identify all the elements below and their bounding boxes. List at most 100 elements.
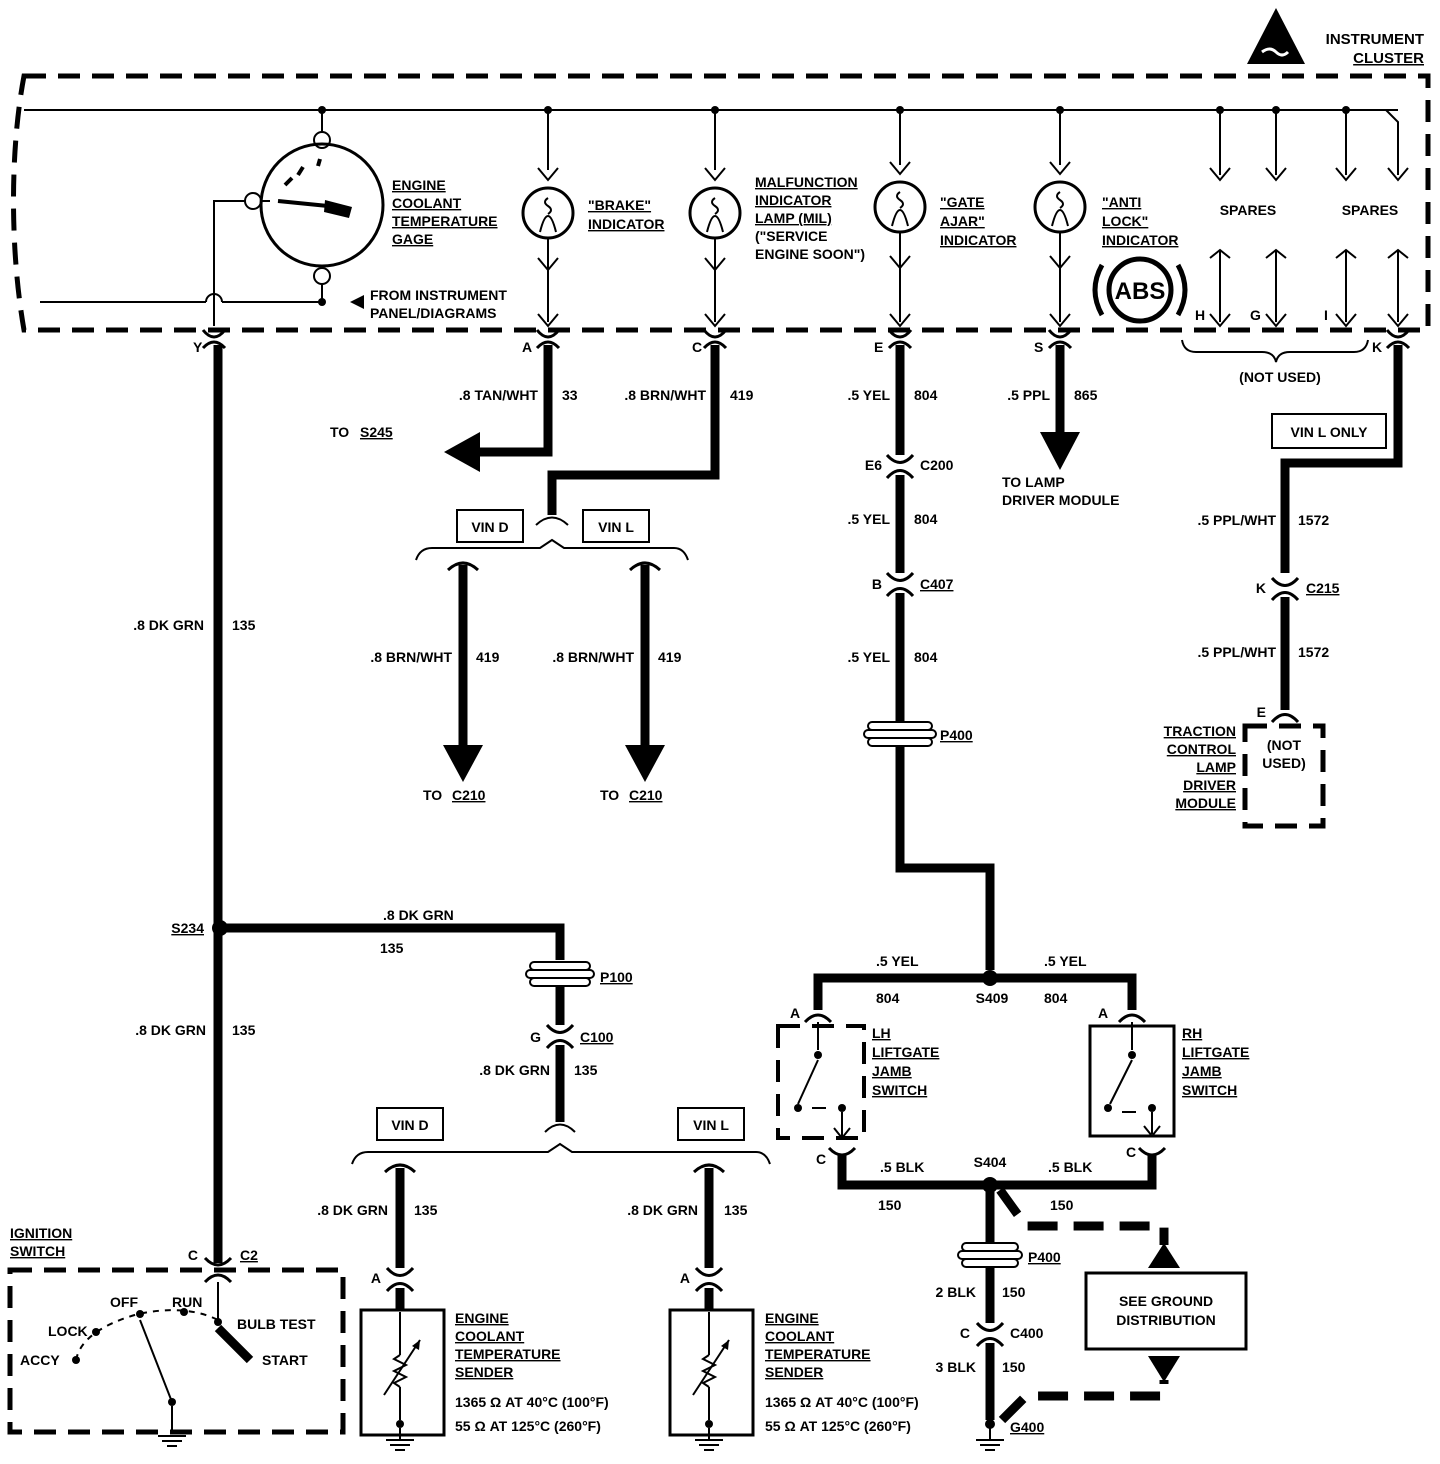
arrow-down-icon [625, 745, 665, 782]
arrow-left-icon [350, 295, 364, 309]
sender-l-label-3: TEMPERATURE [455, 1346, 561, 1362]
arrow-left-icon [444, 432, 480, 472]
c200-pin: E6 [865, 457, 882, 473]
p100-label: P100 [600, 969, 633, 985]
abs-text: ABS [1115, 278, 1166, 305]
mil-label-1: MALFUNCTION [755, 174, 858, 190]
rh-pin-a: A [1098, 1005, 1108, 1021]
to-s245-prefix: TO [330, 424, 349, 440]
ign-accy-label: ACCY [20, 1352, 60, 1368]
not-used-label: (NOT USED) [1239, 369, 1321, 385]
wire-circuit: 135 [232, 1022, 256, 1038]
ignition-switch-box [7, 1267, 346, 1435]
wire-gauge: .8 DK GRN [383, 907, 454, 923]
connector-cup [692, 1163, 726, 1174]
wire-804-lh [813, 973, 990, 1010]
mil-label-4: ("SERVICE [755, 228, 828, 244]
spares-label-2: SPARES [1342, 202, 1399, 218]
ign-lock-label: LOCK [48, 1323, 88, 1339]
spares-label-1: SPARES [1220, 202, 1277, 218]
pin-e: E [874, 339, 883, 355]
pin-i: I [1324, 307, 1328, 323]
wire-split-cap [544, 1123, 576, 1133]
esd-warning-icon [1247, 8, 1305, 64]
lh-label-3: JAMB [872, 1063, 912, 1079]
antilock-indicator-lamp [1033, 110, 1087, 328]
wire-gauge: .8 DK GRN [479, 1062, 550, 1078]
to-c210-prefix: TO [600, 787, 619, 803]
to-c210-label: C210 [452, 787, 486, 803]
wire-gauge: .5 PPL/WHT [1197, 512, 1276, 528]
wire-gauge: .8 BRN/WHT [624, 387, 706, 403]
g400-label: G400 [1010, 1419, 1044, 1435]
see-ground-distribution-box [1084, 1271, 1248, 1351]
wire-gauge: .8 TAN/WHT [459, 387, 539, 403]
wire-gauge: .5 YEL [847, 649, 890, 665]
mil-indicator-lamp [688, 110, 742, 328]
wire-1572-1 [1280, 345, 1403, 573]
c2-pin: C [188, 1247, 198, 1263]
sender-l-spec-1: 1365 Ω AT 40°C (100°F) [455, 1394, 609, 1410]
sender-r-connector [694, 1266, 724, 1293]
to-s245-label: S245 [360, 424, 393, 440]
wire-804-4 [895, 746, 995, 970]
ground-distribution-link-top [996, 1187, 1169, 1245]
gate-label-2: AJAR" [940, 213, 985, 229]
p400-bottom-label: P400 [1028, 1249, 1061, 1265]
see-ground-label-1: SEE GROUND [1119, 1293, 1213, 1309]
wire-circuit: 419 [658, 649, 682, 665]
traction-label-2: CONTROL [1167, 741, 1237, 757]
tc-not-used-2: USED) [1262, 755, 1306, 771]
ign-start-label: START [262, 1352, 308, 1368]
coolant-temperature-gage [244, 110, 385, 306]
wire-419-top [547, 345, 720, 515]
gage-label-2: COOLANT [392, 195, 462, 211]
wire-circuit: 804 [914, 511, 938, 527]
c2-label: C2 [240, 1247, 258, 1263]
c400-connector [975, 1321, 1005, 1348]
wire-gauge: .8 BRN/WHT [552, 649, 634, 665]
to-lamp-label-2: DRIVER MODULE [1002, 492, 1119, 508]
ign-off-label: OFF [110, 1294, 138, 1310]
c200-label: C200 [920, 457, 954, 473]
vin-l-label: VIN L [598, 519, 634, 535]
wire-circuit: 135 [232, 617, 256, 633]
vin-l-only-label: VIN L ONLY [1290, 424, 1368, 440]
c215-connector [1270, 576, 1300, 602]
wire-gauge: .8 DK GRN [133, 617, 204, 633]
antilock-label-2: LOCK" [1102, 213, 1148, 229]
sender-r-spec-2: 55 Ω AT 125°C (260°F) [765, 1418, 911, 1434]
wire-circuit: 419 [476, 649, 500, 665]
brake-indicator-lamp [521, 110, 575, 328]
sender-l-label-2: COOLANT [455, 1328, 525, 1344]
c100-label: C100 [580, 1029, 614, 1045]
to-c210-label: C210 [629, 787, 663, 803]
c407-connector [885, 571, 915, 598]
s404-label: S404 [974, 1154, 1007, 1170]
wire-gauge: .5 BLK [1048, 1159, 1092, 1175]
wire-circuit: 804 [1044, 990, 1068, 1006]
rh-label-1: RH [1182, 1025, 1202, 1041]
c100-pin: G [530, 1029, 541, 1045]
coolant-temperature-sender-right [668, 1308, 755, 1451]
g400-ground-icon [976, 1419, 1004, 1451]
c400-pin: C [960, 1325, 970, 1341]
vin-d-tag [456, 509, 524, 543]
p400-label: P400 [940, 727, 973, 743]
ign-bulb-test-label: BULB TEST [237, 1316, 316, 1332]
vin-split-bracket-bottom [351, 1142, 771, 1165]
mil-label-2: INDICATOR [755, 192, 831, 208]
wire-33 [470, 345, 553, 457]
vin-l-tag [582, 509, 650, 543]
wire-135-branch [220, 923, 565, 960]
from-panel-label-1: FROM INSTRUMENT [370, 287, 507, 303]
pin-k: K [1372, 339, 1382, 355]
wire-circuit: 804 [914, 649, 938, 665]
lh-pin-c: C [816, 1151, 826, 1167]
pin-a: A [522, 339, 532, 355]
wire-circuit: 33 [562, 387, 578, 403]
c407-pin: B [872, 576, 882, 592]
arrow-up-icon [1148, 1243, 1180, 1268]
connector-cup [1137, 1146, 1167, 1157]
